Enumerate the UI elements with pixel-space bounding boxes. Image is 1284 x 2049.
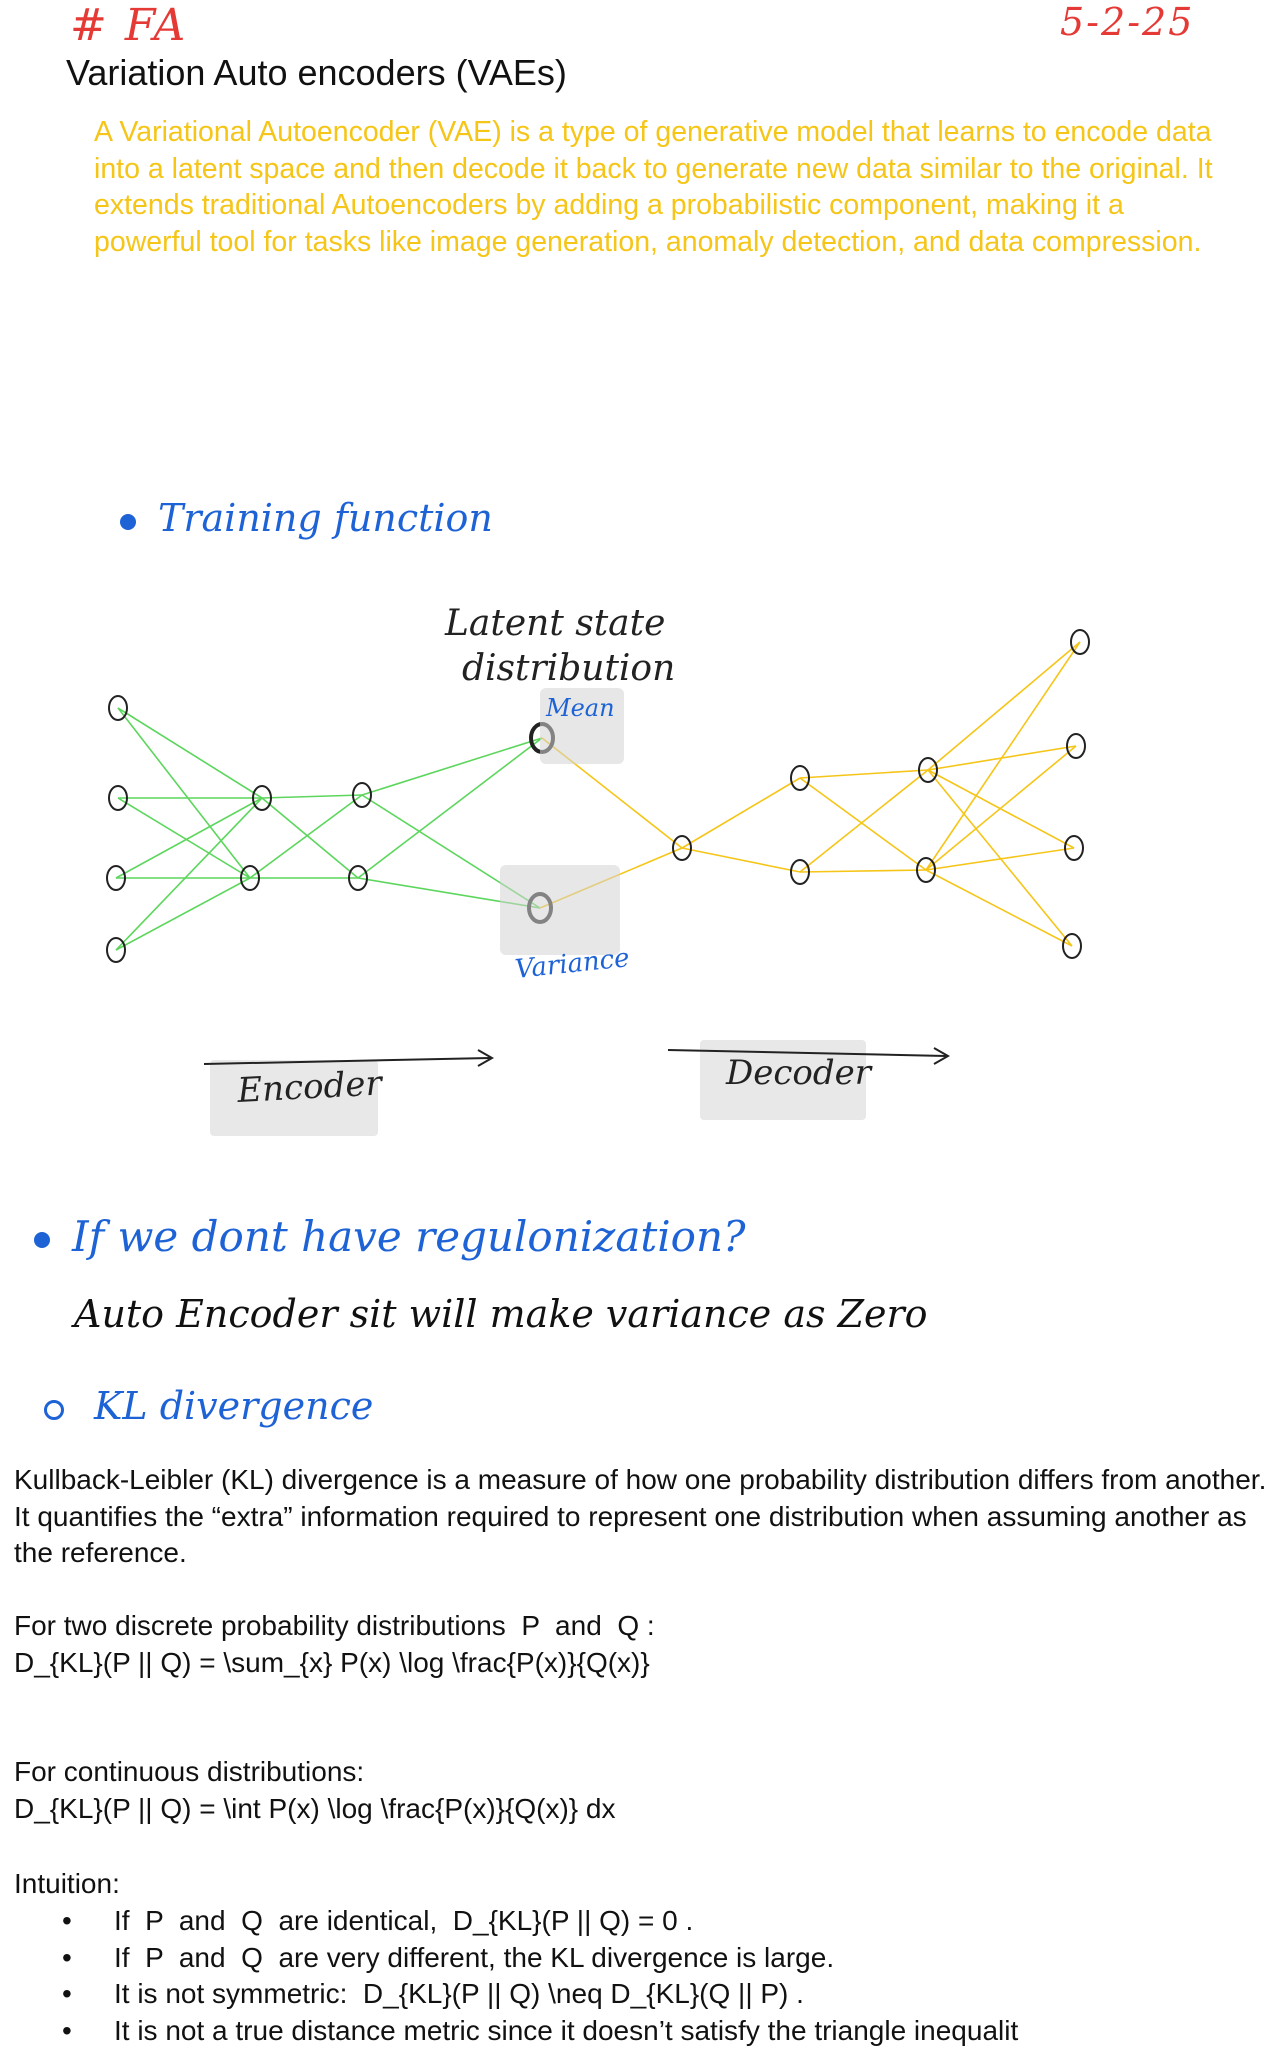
list-item: It is not a true distance metric since i…: [60, 2013, 1280, 2049]
encoder-edge: [116, 798, 262, 950]
kl-definition: Kullback-Leibler (KL) divergence is a me…: [14, 1462, 1274, 1572]
decoder-edge: [928, 770, 1072, 946]
decoder-edge: [800, 870, 926, 872]
latent-label-1: Latent state: [444, 603, 665, 644]
training-heading: Training function: [120, 496, 493, 540]
mean-label: Mean: [545, 694, 615, 722]
note-tag: # FA: [70, 0, 187, 51]
decoder-edge: [682, 778, 800, 848]
training-heading-text: Training function: [158, 496, 493, 540]
note-date: 5-2-25: [1060, 0, 1194, 44]
latent-label-2: distribution: [462, 648, 675, 689]
page-title: Variation Auto encoders (VAEs): [66, 52, 567, 94]
bullet-ring-icon: [44, 1400, 64, 1420]
decoder-edge: [682, 848, 800, 872]
list-item: If P and Q are very different, the KL di…: [60, 1940, 1280, 1977]
regularization-answer: Auto Encoder sit will make variance as Z…: [74, 1292, 928, 1336]
intuition-label: Intuition:: [14, 1866, 1274, 1903]
continuous-formula: D_{KL}(P || Q) = \int P(x) \log \frac{P(…: [14, 1791, 1274, 1828]
decoder-edge: [926, 870, 1072, 946]
regularization-question-text: If we dont have regulonization?: [72, 1212, 746, 1261]
kl-heading-text: KL divergence: [94, 1384, 373, 1428]
decoder-edge: [800, 770, 928, 778]
encoder-label: Encoder: [235, 1063, 384, 1111]
encoder-edge: [118, 708, 250, 878]
kl-heading: KL divergence: [44, 1384, 373, 1428]
discrete-formula: D_{KL}(P || Q) = \sum_{x} P(x) \log \fra…: [14, 1645, 1274, 1682]
intro-paragraph: A Variational Autoencoder (VAE) is a typ…: [94, 114, 1234, 260]
regularization-question: If we dont have regulonization?: [34, 1212, 746, 1261]
variance-highlight: [500, 865, 620, 955]
continuous-intro: For continuous distributions:: [14, 1754, 1274, 1791]
list-item: If P and Q are identical, D_{KL}(P || Q)…: [60, 1903, 1280, 1940]
encoder-edge: [262, 798, 358, 878]
encoder-edge: [262, 795, 362, 798]
encoder-edge: [362, 738, 542, 795]
discrete-intro: For two discrete probability distributio…: [14, 1608, 1274, 1645]
encoder-edge: [118, 708, 262, 798]
encoder-edge: [358, 738, 542, 878]
decoder-label: Decoder: [725, 1053, 873, 1093]
decoder-edge: [928, 642, 1080, 770]
vae-diagram: Latent state distribution Mean Variance …: [0, 580, 1284, 1140]
encoder-edge: [116, 878, 250, 950]
list-item: It is not symmetric: D_{KL}(P || Q) \neq…: [60, 1976, 1280, 2013]
decoder-edge: [926, 642, 1080, 870]
bullet-dot-icon: [34, 1232, 50, 1248]
intuition-list: If P and Q are identical, D_{KL}(P || Q)…: [60, 1903, 1280, 2049]
bullet-dot-icon: [120, 514, 136, 530]
